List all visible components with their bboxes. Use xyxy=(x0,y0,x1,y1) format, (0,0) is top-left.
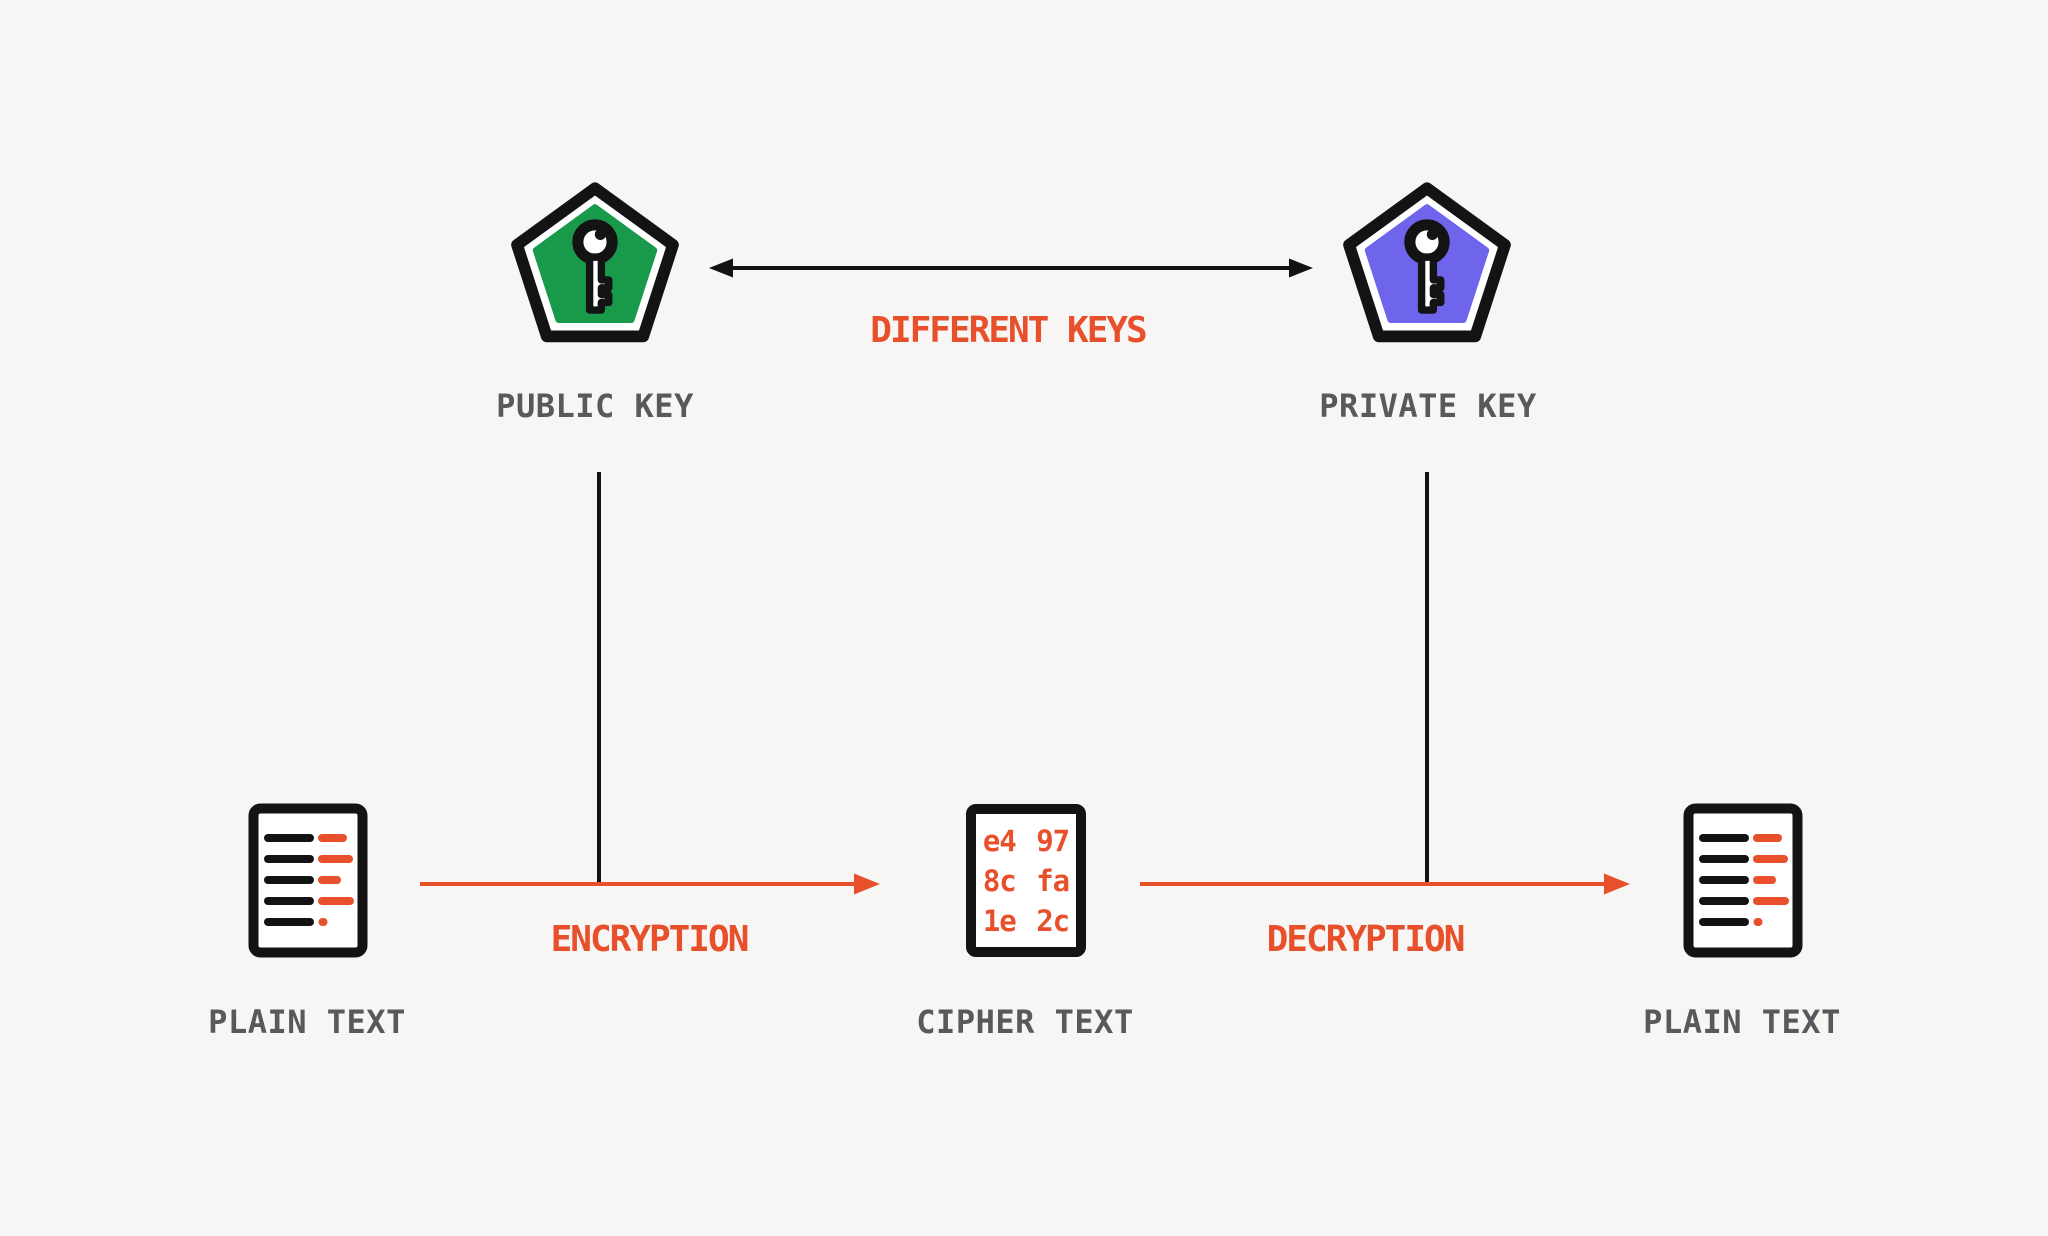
public-key-icon xyxy=(511,182,679,344)
plain-text-output-label: PLAIN TEXT xyxy=(1643,1003,1841,1041)
plain-text-input-label: PLAIN TEXT xyxy=(208,1003,406,1041)
text-lines-glyph xyxy=(1699,834,1789,926)
cipher-text-label: CIPHER TEXT xyxy=(916,1003,1134,1041)
private-key-label: PRIVATE KEY xyxy=(1319,387,1537,425)
private-key-icon xyxy=(1343,182,1511,344)
different-keys-label: DIFFERENT KEYS xyxy=(870,310,1147,351)
cipher-text-icon: e4 97 8c fa 1e 2c xyxy=(966,804,1086,957)
different-keys-arrow xyxy=(709,258,1313,278)
cipher-hex-line: 1e 2c xyxy=(982,903,1070,938)
encryption-label: ENCRYPTION xyxy=(550,919,750,960)
decryption-label: DECRYPTION xyxy=(1266,919,1466,960)
encryption-arrow xyxy=(420,873,880,895)
decryption-arrow xyxy=(1140,873,1630,895)
cipher-hex-line: 8c fa xyxy=(982,863,1070,898)
plain-text-output-icon xyxy=(1683,803,1803,958)
key-glyph xyxy=(572,219,618,314)
cipher-hex-line: e4 97 xyxy=(982,823,1070,858)
text-lines-glyph xyxy=(264,834,354,926)
key-glyph xyxy=(1404,219,1450,314)
public-key-label: PUBLIC KEY xyxy=(496,387,694,425)
plain-text-input-icon xyxy=(248,803,368,958)
